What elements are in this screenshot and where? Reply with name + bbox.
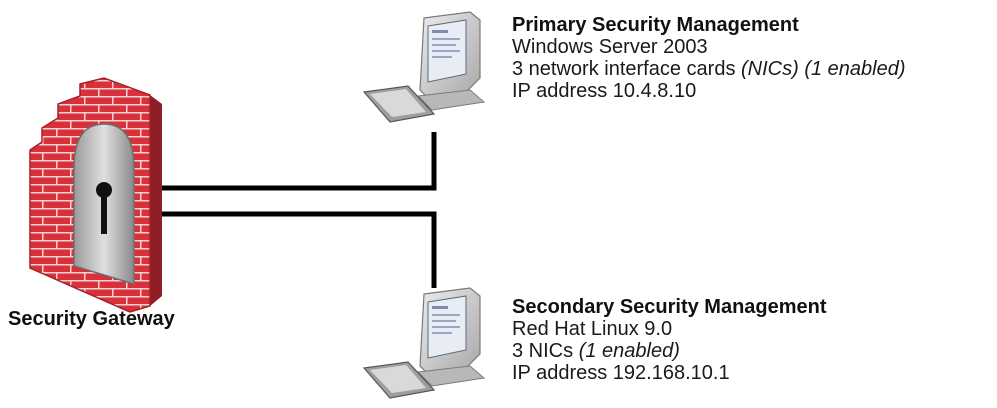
secondary-server-title: Secondary Security Management <box>512 296 827 318</box>
secondary-nics-text: 3 NICs <box>512 340 579 362</box>
secondary-server-os: Red Hat Linux 9.0 <box>512 318 673 340</box>
connection-line-primary <box>150 132 437 191</box>
primary-server-ip: IP address 10.4.8.10 <box>512 80 697 102</box>
secondary-server-nics: 3 NICs (1 enabled) <box>512 340 827 362</box>
security-gateway-firewall-icon <box>29 77 162 313</box>
secondary-nics-detail: (1 enabled) <box>578 340 680 362</box>
primary-server-info: Primary Security Management Windows Serv… <box>512 14 906 102</box>
connection-lines <box>150 132 437 288</box>
primary-nics-text: 3 network interface cards <box>512 58 741 80</box>
primary-computer-icon <box>362 11 486 123</box>
security-gateway-label: Security Gateway <box>8 308 175 330</box>
connection-line-secondary <box>150 211 437 288</box>
primary-server-title: Primary Security Management <box>512 14 799 36</box>
primary-server-nics: 3 network interface cards (NICs) (1 enab… <box>512 58 906 80</box>
secondary-server-ip: IP address 192.168.10.1 <box>512 362 730 384</box>
secondary-computer-icon <box>362 287 486 399</box>
secondary-server-info: Secondary Security Management Red Hat Li… <box>512 296 827 384</box>
primary-server-os: Windows Server 2003 <box>512 36 708 58</box>
primary-nics-detail: (NICs) (1 enabled) <box>741 58 906 80</box>
